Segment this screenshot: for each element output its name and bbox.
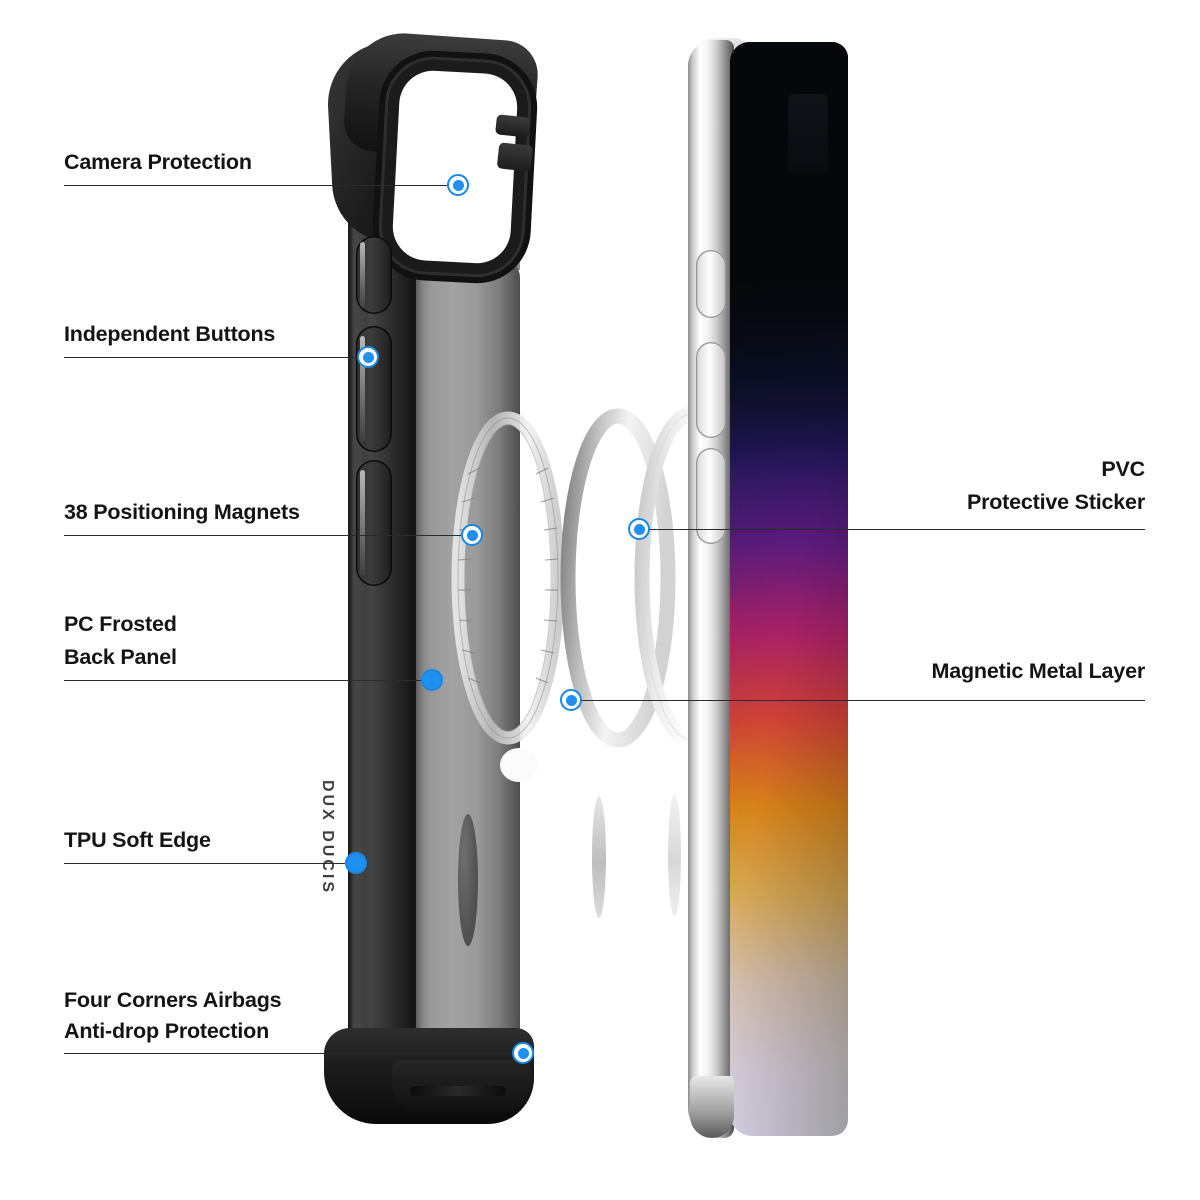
marker-camera-protection[interactable] bbox=[447, 174, 469, 196]
case-bottom-speaker-cutout bbox=[410, 1086, 506, 1096]
callout-label-pc-frosted-back-panel: PC Frosted bbox=[64, 612, 177, 636]
magnet-ring-bottom-keeper bbox=[500, 748, 538, 782]
marker-magnetic-metal-layer[interactable] bbox=[560, 689, 582, 711]
case-top-tab-1 bbox=[495, 114, 531, 138]
marker-independent-buttons[interactable] bbox=[357, 346, 379, 368]
pvc-layer-alignment-tab bbox=[668, 794, 681, 916]
magnet-ring-icon bbox=[451, 411, 565, 745]
leader-line-magnetic-metal-layer bbox=[580, 700, 1145, 701]
case-button-volume-down bbox=[356, 460, 392, 586]
metal-ring-icon bbox=[560, 408, 676, 748]
phone-metal-frame bbox=[688, 40, 734, 1138]
marker-tpu-soft-edge[interactable] bbox=[345, 852, 367, 874]
leader-line-four-corners-airbags bbox=[64, 1053, 516, 1054]
case-top-tab-2 bbox=[496, 142, 534, 172]
phone-button-volume-down bbox=[696, 448, 726, 544]
leader-line-pvc-protective-sticker bbox=[648, 529, 1145, 530]
leader-line-positioning-magnets bbox=[64, 535, 474, 536]
callout-label-four-corners-airbags-2: Anti-drop Protection bbox=[64, 1019, 270, 1043]
callout-label-positioning-magnets: 38 Positioning Magnets bbox=[64, 500, 300, 524]
marker-positioning-magnets[interactable] bbox=[461, 524, 483, 546]
callout-label-tpu-soft-edge: TPU Soft Edge bbox=[64, 828, 211, 852]
case-button-mute bbox=[356, 236, 392, 314]
callout-label-pvc-protective-sticker-2: Protective Sticker bbox=[966, 490, 1145, 514]
case-camera-opening-inner-rim bbox=[404, 82, 509, 255]
phone-button-mute bbox=[696, 250, 726, 318]
phone-case-illustration: DUX DUCIS bbox=[300, 20, 600, 1130]
marker-pc-frosted-back-panel[interactable] bbox=[421, 669, 443, 691]
callout-label-independent-buttons: Independent Buttons bbox=[64, 322, 276, 346]
marker-four-corners-airbags[interactable] bbox=[512, 1042, 534, 1064]
phone-bottom-edge bbox=[690, 1076, 734, 1138]
callout-label-magnetic-metal-layer: Magnetic Metal Layer bbox=[931, 659, 1146, 683]
callout-label-pc-frosted-back-panel-2: Back Panel bbox=[64, 645, 177, 669]
magnet-ring-layer bbox=[450, 410, 566, 746]
callout-label-camera-protection: Camera Protection bbox=[64, 150, 252, 174]
leader-line-tpu-soft-edge bbox=[64, 863, 354, 864]
metal-layer-alignment-tab bbox=[592, 796, 606, 918]
phone-camera-module-shadow bbox=[788, 94, 828, 172]
leader-line-pc-frosted-back-panel bbox=[64, 680, 434, 681]
marker-pvc-protective-sticker[interactable] bbox=[628, 518, 650, 540]
phone-button-volume-up bbox=[696, 342, 726, 438]
case-panel-alignment-tab bbox=[458, 814, 478, 946]
callout-label-pvc-protective-sticker: PVC bbox=[1101, 457, 1145, 481]
callout-label-four-corners-airbags: Four Corners Airbags bbox=[64, 988, 282, 1012]
smartphone-illustration bbox=[680, 24, 870, 1154]
leader-line-independent-buttons bbox=[64, 357, 366, 358]
magnetic-metal-layer bbox=[556, 408, 680, 918]
case-brand-engraving: DUX DUCIS bbox=[319, 780, 336, 896]
leader-line-camera-protection bbox=[64, 185, 456, 186]
case-button-volume-up bbox=[356, 326, 392, 452]
